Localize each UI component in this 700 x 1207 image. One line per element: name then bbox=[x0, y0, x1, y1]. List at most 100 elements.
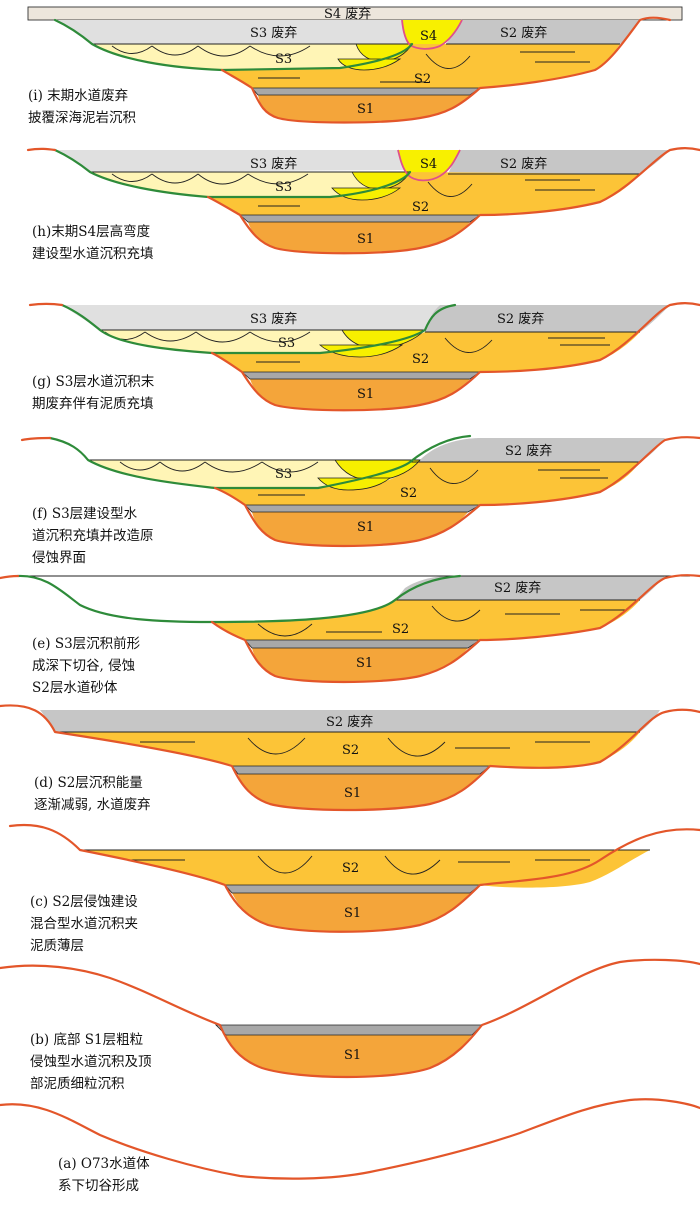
s1-mud-cap bbox=[238, 214, 482, 223]
caption-a-line1: (a) O73水道体 bbox=[58, 1156, 150, 1172]
s2-body bbox=[80, 850, 650, 888]
s2-abandon-fill bbox=[425, 305, 670, 332]
valley-erosion-surface bbox=[28, 302, 700, 412]
scour-arc bbox=[387, 737, 446, 757]
s1-label: S1 bbox=[357, 520, 374, 535]
s2-body bbox=[208, 172, 640, 215]
s3-abandon-label: S3 废弃 bbox=[250, 156, 297, 172]
s2-abandon-label: S2 废弃 bbox=[494, 580, 541, 596]
s2-body bbox=[222, 44, 620, 88]
s3-label: S3 bbox=[275, 180, 292, 195]
valley-erosion-surface bbox=[0, 574, 700, 684]
s3-abandon-label: S3 废弃 bbox=[250, 25, 297, 41]
valley-erosion-surface bbox=[8, 824, 700, 933]
s3-body bbox=[90, 172, 410, 197]
s1-label: S1 bbox=[344, 786, 361, 801]
s2-body bbox=[215, 462, 640, 505]
s2-label: S2 bbox=[342, 743, 359, 758]
s2-abandon-fill bbox=[40, 710, 660, 732]
s2-label: S2 bbox=[412, 352, 429, 367]
s2-label: S2 bbox=[342, 861, 359, 876]
s1-mud-cap bbox=[231, 765, 492, 775]
s2-abandon-fill bbox=[410, 438, 665, 462]
s1-body bbox=[250, 379, 470, 411]
s3-incision-surface bbox=[53, 148, 412, 199]
panel-h: S3 废弃 S4 S2 废弃 S3 S2 S1 (h)末期S4层高弯度 建设型水… bbox=[26, 147, 700, 262]
valley-erosion-surface bbox=[0, 704, 700, 812]
scour-arc bbox=[247, 737, 306, 755]
panel-e: S2 废弃 S2 S1 (e) S3层沉积前形 成深下切谷, 侵蚀 S2层水道砂… bbox=[0, 574, 700, 696]
caption-f-line3: 侵蚀界面 bbox=[32, 549, 86, 566]
panel-d: S2 废弃 S2 S1 (d) S2层沉积能量 逐渐减弱, 水道废弃 bbox=[0, 704, 700, 813]
panel-a: (a) O73水道体 系下切谷形成 bbox=[0, 1098, 700, 1194]
caption-e-line1: (e) S3层沉积前形 bbox=[32, 635, 141, 652]
s1-label: S1 bbox=[357, 102, 374, 117]
s2-label: S2 bbox=[414, 72, 431, 87]
s3-incision-surface bbox=[53, 18, 414, 72]
panel-b: S1 (b) 底部 S1层粗粒 侵蚀型水道沉积及顶 部泥质细粒沉积 bbox=[0, 958, 700, 1092]
scour-arc bbox=[431, 605, 481, 622]
s2-body bbox=[212, 600, 640, 640]
s2-label: S2 bbox=[392, 622, 409, 637]
valley-erosion-surface bbox=[220, 16, 672, 124]
caption-g-line1: (g) S3层水道沉积末 bbox=[32, 374, 155, 390]
s3-abandon-fill bbox=[55, 20, 412, 44]
s1-label: S1 bbox=[344, 1048, 361, 1063]
valley-erosion-surface bbox=[26, 147, 700, 255]
s4-abandon-label: S4 废弃 bbox=[324, 6, 371, 22]
scour-arc bbox=[257, 855, 313, 874]
valley-erosion-surface bbox=[0, 1098, 700, 1180]
s1-body bbox=[258, 95, 470, 123]
s2-body bbox=[55, 732, 640, 768]
s1-label: S1 bbox=[357, 232, 374, 247]
panel-c: S2 S1 (c) S2层侵蚀建设 混合型水道沉积夹 泥质薄层 bbox=[8, 824, 700, 954]
s2-abandon-label: S2 废弃 bbox=[497, 311, 544, 327]
s2-abandon-fill bbox=[448, 150, 670, 174]
caption-c-line3: 泥质薄层 bbox=[30, 938, 84, 954]
s1-label: S1 bbox=[356, 656, 373, 671]
caption-a-line2: 系下切谷形成 bbox=[58, 1178, 139, 1194]
s1-mud-cap bbox=[224, 884, 482, 894]
s2-body bbox=[212, 332, 640, 372]
caption-b-line3: 部泥质细粒沉积 bbox=[30, 1076, 125, 1092]
panel-i: S4 废弃 S3 废弃 S4 S2 废弃 S3 S2 S1 (i) 末期水道废弃… bbox=[27, 6, 683, 126]
caption-d-line2: 逐渐减弱, 水道废弃 bbox=[34, 797, 151, 813]
s3-label: S3 bbox=[275, 467, 292, 482]
s2-abandon-label: S2 废弃 bbox=[500, 25, 547, 41]
caption-d-line1: (d) S2层沉积能量 bbox=[34, 775, 143, 791]
s3-body bbox=[92, 44, 412, 70]
caption-f-line2: 道沉积充填并改造原 bbox=[32, 528, 154, 544]
s1-mud-cap bbox=[240, 371, 482, 380]
s1-label: S1 bbox=[344, 906, 361, 921]
s1-label: S1 bbox=[357, 387, 374, 402]
s1-mud-cap bbox=[215, 1024, 483, 1036]
s1-body bbox=[252, 648, 468, 682]
s3-abandon-fill bbox=[55, 150, 410, 172]
panel-g: S3 废弃 S2 废弃 S3 S2 S1 (g) S3层水道沉积末 期废弃伴有泥… bbox=[28, 302, 700, 412]
valley-erosion-surface bbox=[0, 958, 700, 1079]
s3-abandon-fill bbox=[62, 305, 440, 330]
s4-incision-surface bbox=[397, 149, 461, 182]
caption-f-line1: (f) S3层建设型水 bbox=[32, 506, 138, 522]
caption-c-line1: (c) S2层侵蚀建设 bbox=[30, 893, 138, 910]
caption-i-line2: 披覆深海泥岩沉积 bbox=[28, 110, 136, 126]
scour-arc bbox=[429, 467, 479, 484]
s3-lobe bbox=[331, 187, 402, 201]
s2-label: S2 bbox=[400, 486, 417, 501]
s1-body bbox=[220, 1025, 478, 1077]
s3-label: S3 bbox=[275, 52, 292, 67]
s2-abandon-fill bbox=[395, 575, 665, 600]
s4-incision-surface bbox=[401, 19, 463, 50]
scour-arc bbox=[104, 331, 311, 343]
scour-arc bbox=[427, 181, 473, 197]
s1-body bbox=[238, 774, 480, 810]
s2-abandon-fill bbox=[446, 20, 640, 44]
caption-g-line2: 期废弃伴有泥质充填 bbox=[32, 396, 154, 412]
caption-b-line1: (b) 底部 S1层粗粒 bbox=[30, 1032, 143, 1048]
s4-label: S4 bbox=[420, 29, 437, 44]
s3-label: S3 bbox=[278, 336, 295, 351]
s3-lobe bbox=[317, 477, 392, 491]
s2-abandon-label: S2 废弃 bbox=[505, 443, 552, 459]
s1-mud-cap bbox=[244, 639, 482, 649]
scour-arc bbox=[384, 855, 441, 875]
